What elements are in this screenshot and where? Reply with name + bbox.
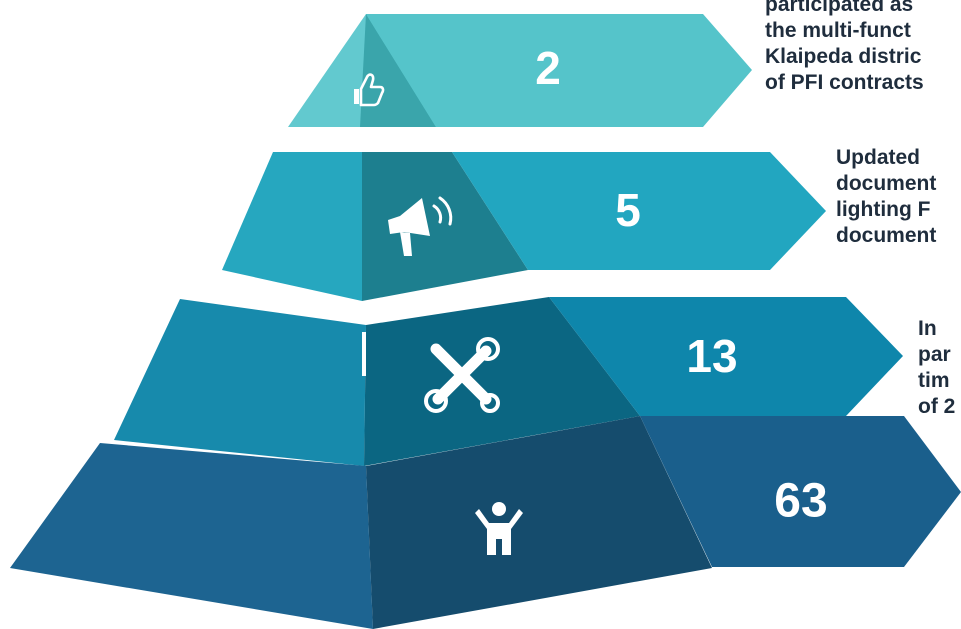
description-line: the multi-funct	[765, 19, 911, 42]
level-4-value: 63	[774, 475, 827, 528]
level-4-center-face	[366, 416, 712, 629]
level-3-value-arrow	[549, 297, 903, 416]
pyramid-level-4: 63	[10, 416, 961, 629]
level-2-value-arrow	[452, 152, 826, 270]
pyramid-level-3: 13	[114, 297, 903, 466]
description-line: of 2	[918, 395, 956, 418]
level-3-left-face	[114, 299, 366, 466]
description-line: In	[918, 317, 937, 340]
level-2-description: Updated document lighting F document	[836, 145, 936, 249]
level-1-value-arrow	[366, 14, 752, 127]
level-2-center-face	[362, 152, 528, 301]
level-1-description: participated as the multi-funct Klaipeda…	[765, 0, 924, 96]
description-line: of PFI contracts	[765, 71, 924, 94]
description-line: tim	[918, 369, 950, 392]
pyramid-level-1: 2	[288, 14, 752, 127]
description-line: Updated	[836, 146, 920, 169]
megaphone-icon	[388, 196, 453, 256]
level-3-divider	[362, 332, 366, 376]
description-line: par	[918, 343, 951, 366]
level-1-value: 2	[535, 42, 561, 94]
level-3-center-face	[364, 297, 640, 466]
description-line: Klaipeda distric	[765, 45, 922, 68]
tools-icon	[424, 337, 500, 413]
level-4-value-arrow	[640, 416, 961, 567]
thumbs-up-icon	[354, 73, 385, 107]
level-2-value: 5	[615, 184, 641, 236]
person-icon	[475, 502, 523, 555]
description-line: participated as	[765, 0, 914, 16]
level-4-left-face	[10, 443, 373, 629]
description-line: document	[836, 224, 937, 247]
level-2-left-face	[222, 152, 362, 301]
level-3-description: In par tim of 2	[918, 316, 955, 420]
level-3-value: 13	[686, 330, 737, 382]
description-line: lighting F	[836, 198, 931, 221]
description-line: document	[836, 172, 937, 195]
pyramid-level-2: 5	[222, 152, 826, 301]
